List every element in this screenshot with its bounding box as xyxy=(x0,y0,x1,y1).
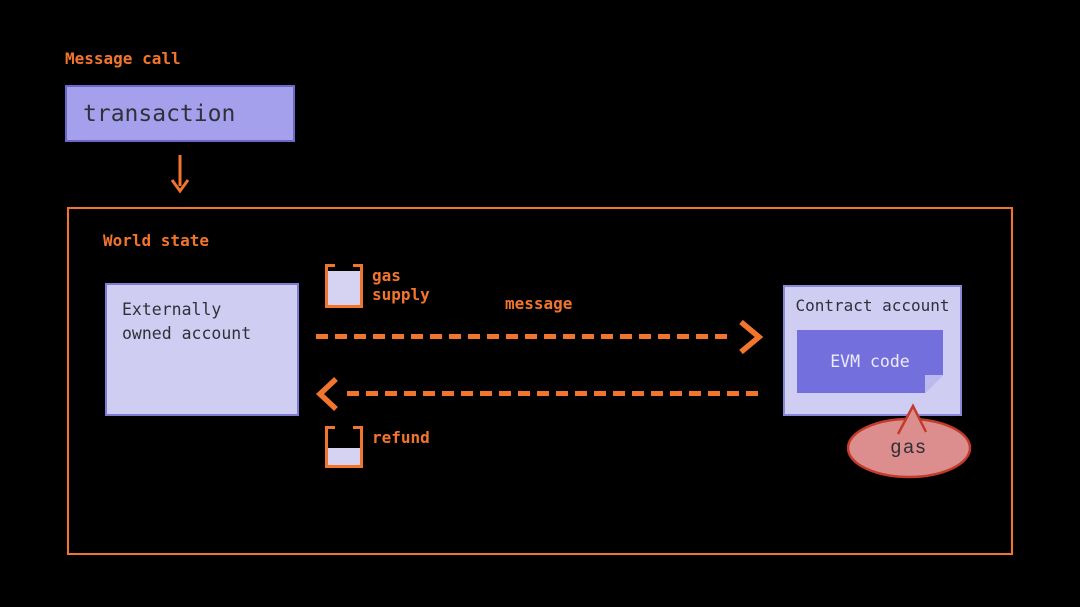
transaction-down-arrow-icon xyxy=(170,155,190,194)
gas-bubble-label: gas xyxy=(890,437,928,458)
refund-dashed-arrow-line xyxy=(347,391,760,396)
transaction-box: transaction xyxy=(65,85,295,142)
refund-arrowhead-left-icon xyxy=(315,376,338,412)
externally-owned-account-label: Externally owned account xyxy=(122,300,252,343)
refund-liquid xyxy=(328,448,360,465)
world-state-label: World state xyxy=(103,231,209,250)
diagram-title: Message call xyxy=(65,49,181,68)
gas-supply-beaker-icon xyxy=(325,264,363,308)
gas-supply-liquid xyxy=(328,271,360,305)
message-label: message xyxy=(505,294,573,313)
refund-label: refund xyxy=(372,428,430,447)
evm-code-box: EVM code xyxy=(797,330,943,393)
evm-code-label: EVM code xyxy=(830,352,910,371)
contract-account-label: Contract account xyxy=(795,296,950,315)
message-arrowhead-right-icon xyxy=(739,319,764,355)
gas-supply-label: gas supply xyxy=(372,266,430,304)
message-dashed-arrow-line xyxy=(316,334,734,339)
transaction-label: transaction xyxy=(83,100,236,127)
externally-owned-account-box: Externally owned account xyxy=(105,283,299,416)
world-state-frame xyxy=(67,207,1013,555)
refund-beaker-icon xyxy=(325,426,363,468)
gas-speech-bubble xyxy=(846,403,972,479)
